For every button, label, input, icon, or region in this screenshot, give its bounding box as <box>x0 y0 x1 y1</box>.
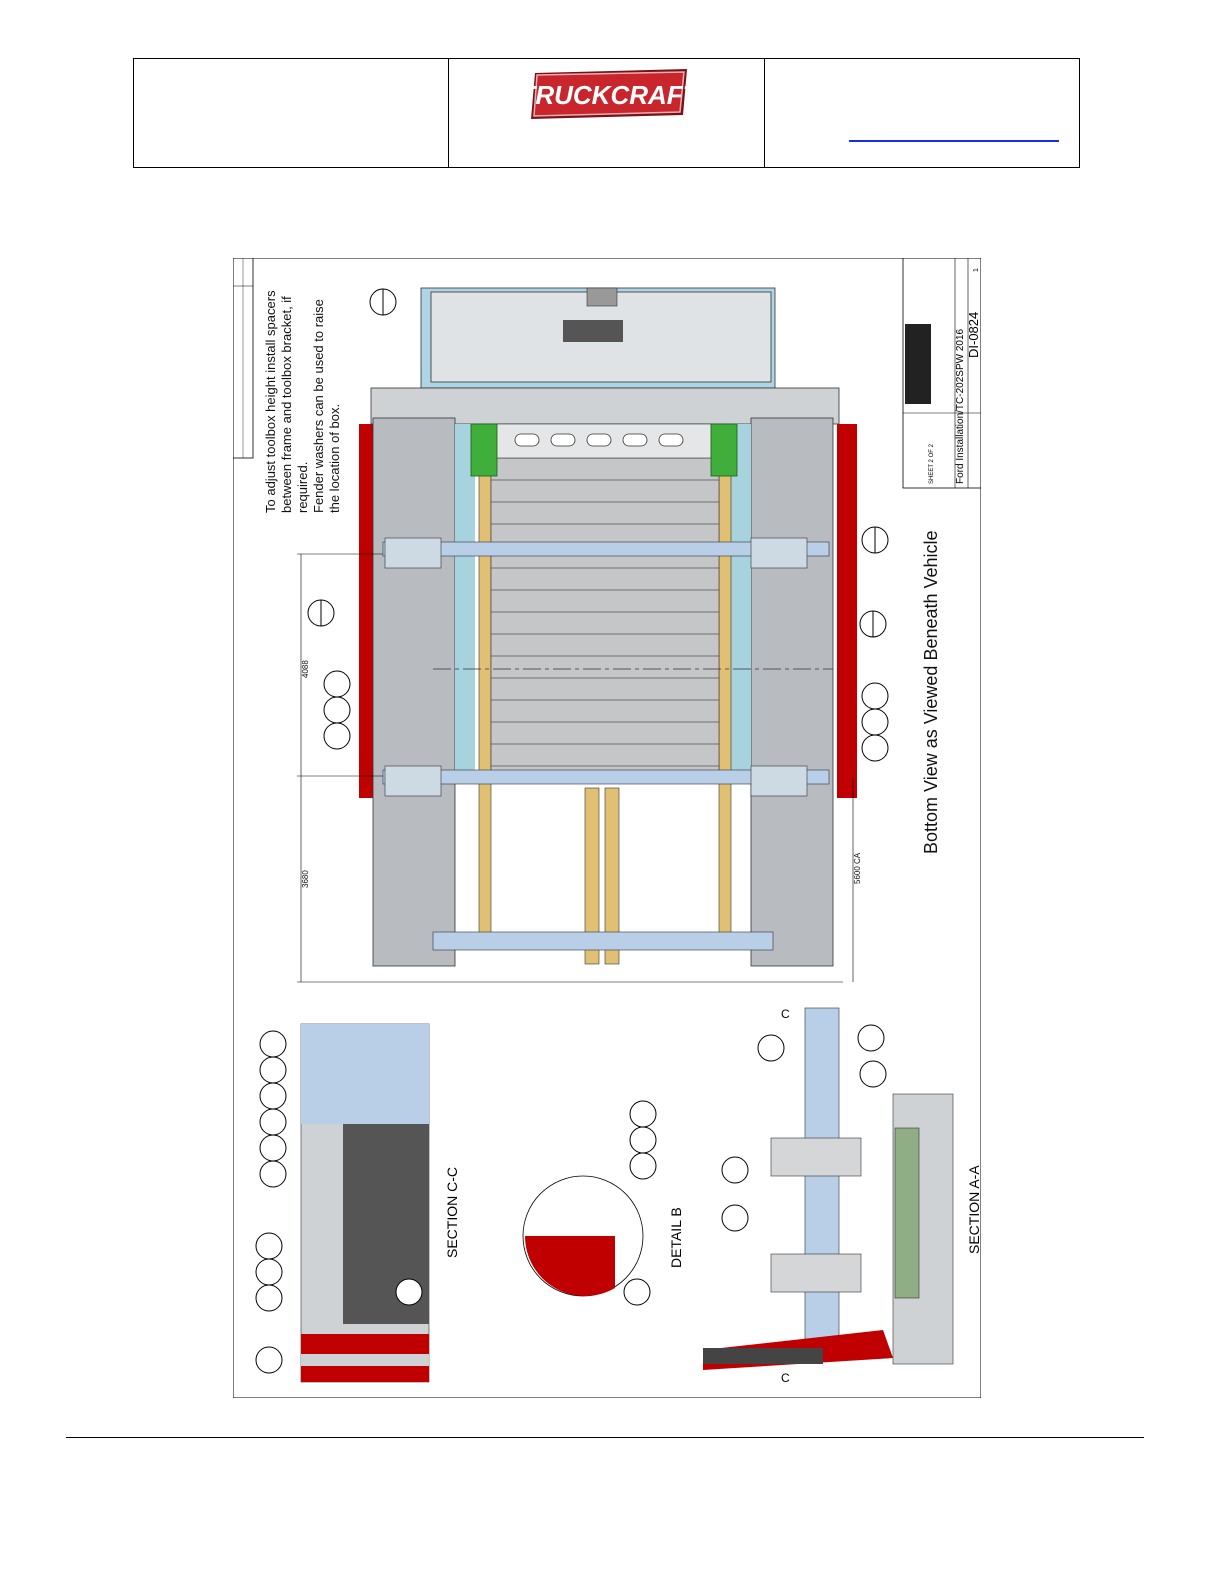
balloon-group-left <box>323 670 351 750</box>
cut-label-top: C <box>781 1007 790 1021</box>
revision-block <box>233 258 254 459</box>
bottom-view <box>359 287 857 967</box>
title-block-rev: 1 <box>973 268 980 272</box>
fender-right <box>837 424 857 798</box>
dim-lower: 3680 <box>301 870 310 888</box>
header-link[interactable] <box>848 126 1059 142</box>
balloons-main <box>307 288 889 762</box>
header-right-cell <box>765 59 1079 167</box>
title-block-drawing-no: DI-0824 <box>966 312 981 358</box>
detail-b: DETAIL B <box>522 1100 684 1306</box>
installation-drawing: Ford Installation/TC-202SPW 2016 DI-0824… <box>233 258 981 1398</box>
header-table: TRUCKCRAFT <box>133 58 1080 168</box>
balloon-group-right <box>861 682 889 762</box>
header-left-cell <box>134 59 450 167</box>
toolbox-logo-plate <box>563 320 623 342</box>
title-block-title: Ford Installation/TC-202SPW 2016 <box>955 328 966 484</box>
logo-text: TRUCKCRAFT <box>527 80 691 110</box>
section-aa: SECTION A-A C C <box>703 1007 981 1385</box>
balloon-3-1 <box>307 599 335 627</box>
section-cc: SECTION C-C <box>255 1023 460 1383</box>
view-title: Bottom View as Viewed Beneath Vehicle <box>921 530 941 854</box>
header-logo-cell: TRUCKCRAFT <box>449 59 765 167</box>
section-cc-label: SECTION C-C <box>444 1167 460 1258</box>
section-aa-label: SECTION A-A <box>966 1165 981 1254</box>
cut-label-bottom: C <box>781 1371 790 1385</box>
dim-upper: 4088 <box>301 660 310 678</box>
balloon-1-1 <box>369 288 397 316</box>
title-block: Ford Installation/TC-202SPW 2016 DI-0824… <box>902 258 981 489</box>
footer-rule <box>66 1437 1144 1438</box>
install-note-line1: To adjust toolbox height install spacers… <box>263 287 342 513</box>
balloon-4-1 <box>859 610 887 638</box>
detail-b-label: DETAIL B <box>668 1207 684 1268</box>
truckcraft-logo: TRUCKCRAFT <box>527 69 691 119</box>
dimensions: 4088 3680 5600 CA <box>297 553 862 983</box>
dim-ca: 5600 CA <box>853 852 862 884</box>
balloon-na-0 <box>861 526 889 554</box>
title-block-sheet: SHEET 2 OF 2 <box>929 443 935 484</box>
